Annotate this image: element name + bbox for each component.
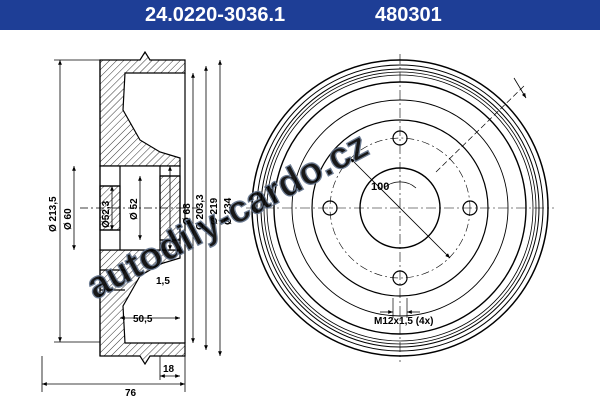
dim-len-76: 76 xyxy=(125,388,137,399)
dim-d52-3: Ø52,3 xyxy=(101,200,112,228)
front-labels: 100 M12x1,5 (4x) xyxy=(371,181,433,327)
dim-d60: Ø 60 xyxy=(63,208,74,230)
dim-d219: Ø 219 xyxy=(209,197,220,225)
title-bar: 24.0220-3036.1 480301 xyxy=(0,0,600,30)
drum-wall-lower xyxy=(99,249,186,366)
front-view xyxy=(246,54,554,362)
dim-len-50-5: 50,5 xyxy=(133,314,153,325)
side-dimension-labels: Ø 213,5 Ø 60 Ø52,3 Ø 52 Ø 68 Ø 203,3 Ø 2… xyxy=(48,194,234,399)
dim-thk-1-5: 1,5 xyxy=(156,276,170,287)
dim-d68: Ø 68 xyxy=(182,203,193,225)
reference-number: 480301 xyxy=(375,4,442,26)
side-dimension-lines xyxy=(41,59,222,392)
pcd-label: 100 xyxy=(371,181,389,193)
part-number: 24.0220-3036.1 xyxy=(145,4,286,26)
dim-len-18: 18 xyxy=(163,364,175,375)
dim-d52: Ø 52 xyxy=(129,198,140,220)
dim-d203-3: Ø 203,3 xyxy=(195,194,206,230)
dim-d234: Ø 234 xyxy=(223,197,234,225)
drum-wall-upper xyxy=(99,50,186,167)
thread-label: M12x1,5 (4x) xyxy=(374,316,433,327)
technical-drawing: Ø 213,5 Ø 60 Ø52,3 Ø 52 Ø 68 Ø 203,3 Ø 2… xyxy=(41,50,554,399)
dim-d213-5: Ø 213,5 xyxy=(48,196,59,232)
